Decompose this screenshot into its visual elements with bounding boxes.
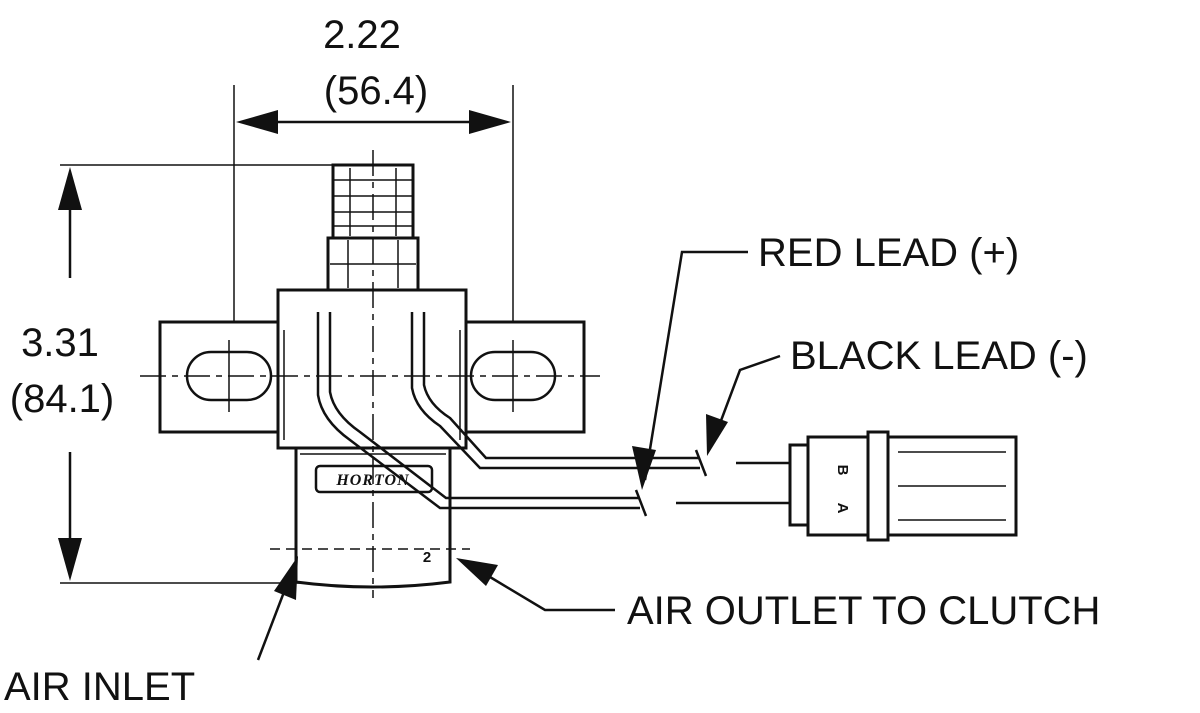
red-lead-wire-inner <box>422 312 700 460</box>
width-arrow-left <box>236 110 278 134</box>
center-lines <box>140 150 600 598</box>
black-lead-arrow <box>706 414 728 456</box>
connector: B A <box>788 430 1018 542</box>
connector-back-shell <box>788 443 810 527</box>
height-inch-label: 3.31 <box>21 321 99 365</box>
red-lead-wire-outer <box>410 312 700 470</box>
air-outlet-label: AIR OUTLET TO CLUTCH <box>627 589 1100 633</box>
red-lead-break <box>694 449 708 477</box>
black-lead-callout: BLACK LEAD (-) <box>706 334 1088 456</box>
red-lead-callout: RED LEAD (+) <box>632 231 1019 490</box>
air-outlet-arrow <box>456 558 498 586</box>
black-lead-wire-inner <box>328 312 640 500</box>
height-arrow-bottom <box>58 538 82 581</box>
pin-a-label: A <box>834 503 851 514</box>
connector-housing <box>806 435 870 537</box>
air-inlet-leader <box>256 591 286 661</box>
brand-plate <box>314 464 434 494</box>
black-lead-break <box>634 489 648 517</box>
air-outlet-callout: AIR OUTLET TO CLUTCH <box>456 558 1100 633</box>
width-inch-label: 2.22 <box>323 13 401 57</box>
red-lead-label: RED LEAD (+) <box>758 231 1019 275</box>
air-inlet-arrow <box>274 556 298 600</box>
width-arrow-right <box>469 110 511 134</box>
port-number-label: 2 <box>423 549 431 566</box>
height-mm-label: (84.1) <box>10 377 115 421</box>
red-lead-leader <box>643 250 748 481</box>
height-dimension: 3.31 (84.1) <box>10 164 335 584</box>
width-mm-label: (56.4) <box>324 69 429 113</box>
wire-leads <box>316 312 790 517</box>
brand-label: HORTON <box>335 472 410 489</box>
black-lead-leader <box>711 354 781 443</box>
black-lead-label: BLACK LEAD (-) <box>790 334 1088 378</box>
red-lead-arrow <box>632 446 656 490</box>
height-arrow-top <box>58 167 82 210</box>
width-dimension: 2.22 (56.4) <box>233 13 514 365</box>
air-inlet-callout: AIR INLET <box>4 556 298 709</box>
connector-latch <box>866 430 890 542</box>
pin-b-label: B <box>834 465 851 476</box>
black-lead-wire-outer <box>316 312 640 510</box>
air-outlet-leader <box>489 575 615 612</box>
air-inlet-label: AIR INLET <box>4 665 195 709</box>
